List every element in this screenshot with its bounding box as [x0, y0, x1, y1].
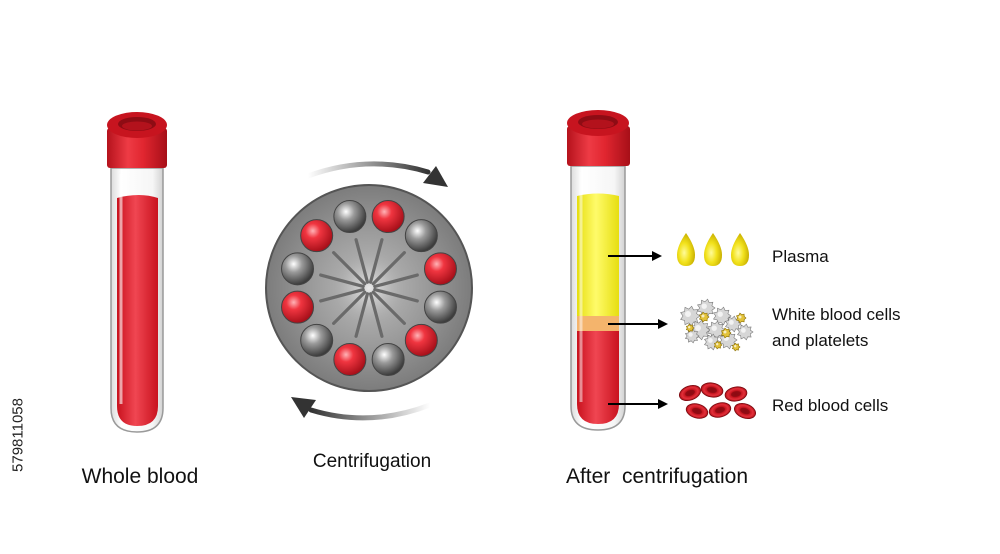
rotor-spoke — [354, 292, 370, 338]
rotor-spoke — [319, 287, 365, 303]
whole-blood-tube — [107, 112, 167, 433]
rotation-arrow-top-icon — [305, 161, 448, 187]
white-cells-platelets-icon — [680, 298, 754, 352]
rotor-spoke — [354, 238, 370, 284]
rotor-spoke — [332, 290, 367, 325]
buffy-coat-layer — [577, 316, 619, 331]
cell — [737, 323, 754, 341]
tube-cap-icon — [107, 112, 167, 168]
cell — [706, 320, 726, 340]
tube-cap-icon — [567, 110, 630, 166]
cell — [685, 323, 695, 333]
red-cell-layer — [577, 331, 619, 424]
rotor-spoke — [332, 251, 367, 286]
cell — [736, 312, 747, 324]
rotor-tube-grey — [404, 219, 438, 253]
red-blood-cell — [733, 403, 757, 419]
rotor-tube-grey — [371, 342, 405, 376]
rotor-spoke — [368, 292, 384, 338]
rotor-tube-grey — [300, 323, 334, 357]
rotation-arrow-bottom-icon — [291, 397, 433, 421]
cell — [680, 305, 701, 327]
cell — [731, 342, 741, 352]
rotor-spoke — [373, 287, 419, 303]
rotor-spoke — [368, 238, 384, 284]
centrifugation-label: Centrifugation — [313, 451, 431, 472]
rotor-tube-grey — [281, 252, 315, 286]
rbc-label: Red blood cells — [772, 396, 888, 415]
rotor-tube-grey — [423, 290, 457, 324]
rotor-tube-grey — [333, 200, 367, 234]
after-centrifugation-label: After centrifugation — [566, 465, 748, 488]
wbc-label-line2: and platelets — [772, 331, 868, 350]
whole-blood-fill — [117, 195, 158, 426]
red-blood-cell — [700, 382, 724, 398]
cell — [684, 328, 700, 344]
rotor-tube-red — [404, 323, 438, 357]
rotor-spoke — [371, 251, 406, 286]
plasma-label: Plasma — [772, 247, 829, 266]
rotor-tube-red — [333, 342, 367, 376]
rotor-tube-red — [300, 219, 334, 253]
cell — [713, 340, 723, 350]
rotor-spoke — [319, 273, 365, 289]
cell — [712, 306, 732, 326]
wbc-label-line1: White blood cells — [772, 305, 901, 324]
stock-id-text: 579811058 — [9, 398, 27, 472]
cell — [699, 311, 710, 323]
cell — [696, 298, 716, 318]
rotor-spoke — [371, 290, 406, 325]
rotor-spoke — [373, 273, 419, 289]
rotor-tubes — [281, 200, 457, 376]
rotor-tube-red — [281, 290, 315, 324]
centrifuge-rotor — [265, 184, 473, 392]
stock-id-watermark: 579811058 — [8, 320, 28, 550]
plasma-drops-icon — [677, 233, 749, 266]
rotor-tube-red — [371, 200, 405, 234]
separated-blood-tube — [567, 110, 630, 431]
red-blood-cell — [685, 403, 709, 419]
red-blood-cell — [724, 386, 748, 402]
red-blood-cell — [678, 385, 702, 401]
cell — [721, 327, 732, 339]
rotor-tube-red — [423, 252, 457, 286]
rotor-spokes — [319, 238, 419, 338]
red-blood-cells-icon — [678, 382, 757, 419]
red-blood-cell — [708, 402, 732, 418]
plasma-layer — [577, 193, 619, 316]
whole-blood-label: Whole blood — [82, 465, 199, 488]
